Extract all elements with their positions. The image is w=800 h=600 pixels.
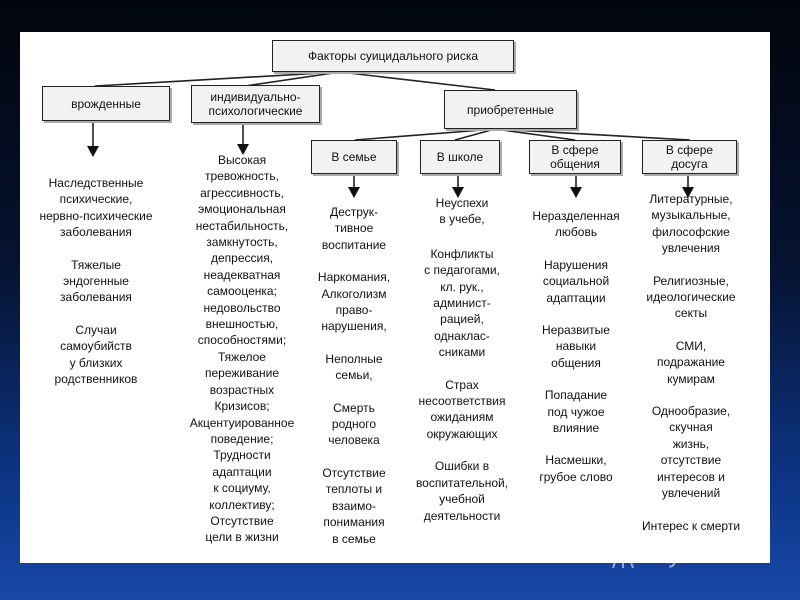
list-item: Смерть родного человека — [328, 400, 380, 448]
arrowhead-leisure — [682, 187, 694, 198]
leisure-factors-column: Литературные, музыкальные, философские у… — [630, 191, 752, 534]
watermark-text: MyShared — [646, 537, 769, 568]
list-item: Отсутствие теплоты и взаимо- понимания в… — [322, 465, 386, 546]
arrowhead-family — [348, 187, 360, 198]
list-item: Неполные семьи, — [325, 351, 383, 383]
innate-label: врожденные — [71, 96, 141, 111]
leisure-box: В сфере досуга — [642, 140, 737, 174]
list-item: Тяжелые эндогенные заболевания — [60, 257, 132, 305]
connector-acquired-school — [454, 128, 496, 141]
social-box: В сфере общения — [529, 140, 621, 174]
arrowhead-individual — [237, 144, 249, 155]
list-item: Насмешки, грубое слово — [539, 453, 613, 484]
connector-acquired-leisure — [494, 128, 691, 141]
list-item: Наследственные психические, нервно-психи… — [39, 176, 153, 240]
school-label: В школе — [436, 150, 484, 164]
connector-acquired-social — [494, 128, 576, 141]
school-box: В школе — [420, 140, 500, 174]
family-factors-column: Деструк- тивное воспитание Наркомания, А… — [300, 204, 408, 547]
list-item: Страх несоответствия ожиданиям окружающи… — [418, 377, 506, 441]
list-item: Литературные, музыкальные, философские у… — [649, 192, 733, 256]
acquired-label: приобретенные — [467, 102, 554, 117]
school-factors-column: Неуспехи в учебе, Конфликты с педагогами… — [404, 195, 520, 524]
list-item: Высокая тревожность, агрессивность, эмоц… — [189, 153, 295, 545]
list-item: Неразделенная любовь — [532, 209, 620, 240]
innate-box: врожденные — [42, 86, 170, 121]
family-box: В семье — [311, 140, 397, 174]
list-item: Наркомания, Алкоголизм право- нарушения, — [317, 270, 391, 334]
arrowhead-school — [452, 187, 464, 198]
root-box: Факторы суицидального риска — [272, 40, 514, 72]
connector-acquired-family — [354, 128, 496, 141]
list-item: Случаи самоубийств у близких родственник… — [54, 322, 138, 387]
connector-root-acquired — [339, 71, 496, 91]
watermark: MyShared — [606, 533, 769, 573]
individual-factors-column: Высокая тревожность, агрессивность, эмоц… — [164, 152, 320, 546]
slide: Факторы суицидального риска врожденные и… — [20, 32, 770, 563]
root-label: Факторы суицидального риска — [307, 49, 479, 63]
social-label: В сфере общения — [550, 143, 600, 171]
list-item: Религиозные, идеологические секты — [646, 273, 736, 321]
list-item: Неуспехи в учебе, — [435, 196, 489, 227]
list-item: Нарушения социальной адаптации — [542, 257, 610, 305]
innate-factors-column: Наследственные психические, нервно-психи… — [22, 175, 170, 387]
social-factors-column: Неразделенная любовь Нарушения социально… — [520, 208, 632, 485]
list-item: СМИ, подражание кумирам — [657, 338, 725, 386]
arrowhead-innate — [87, 146, 99, 157]
connector-root-innate — [94, 71, 341, 87]
list-item: Попадание под чужое влияние — [544, 388, 608, 436]
list-item: Деструк- тивное воспитание — [321, 205, 387, 252]
leisure-label: В сфере досуга — [665, 143, 714, 171]
individual-box: индивидуально- психологические — [191, 85, 320, 123]
acquired-box: приобретенные — [444, 90, 577, 129]
list-item: Однообразие, скучная жизнь, отсутствие и… — [651, 404, 731, 501]
list-item: Неразвитые навыки общения — [542, 323, 610, 370]
list-item: Конфликты с педагогами, кл. рук., админи… — [424, 246, 500, 360]
individual-label: индивидуально- психологические — [208, 90, 303, 118]
list-item: Интерес к смерти — [641, 518, 741, 533]
connector-root-individual — [244, 71, 341, 87]
myshared-logo-icon — [609, 538, 637, 569]
family-label: В семье — [331, 150, 377, 164]
list-item: Ошибки в воспитательной, учебной деятель… — [415, 459, 509, 523]
connector-lines — [87, 71, 694, 198]
arrowhead-social — [570, 187, 582, 198]
